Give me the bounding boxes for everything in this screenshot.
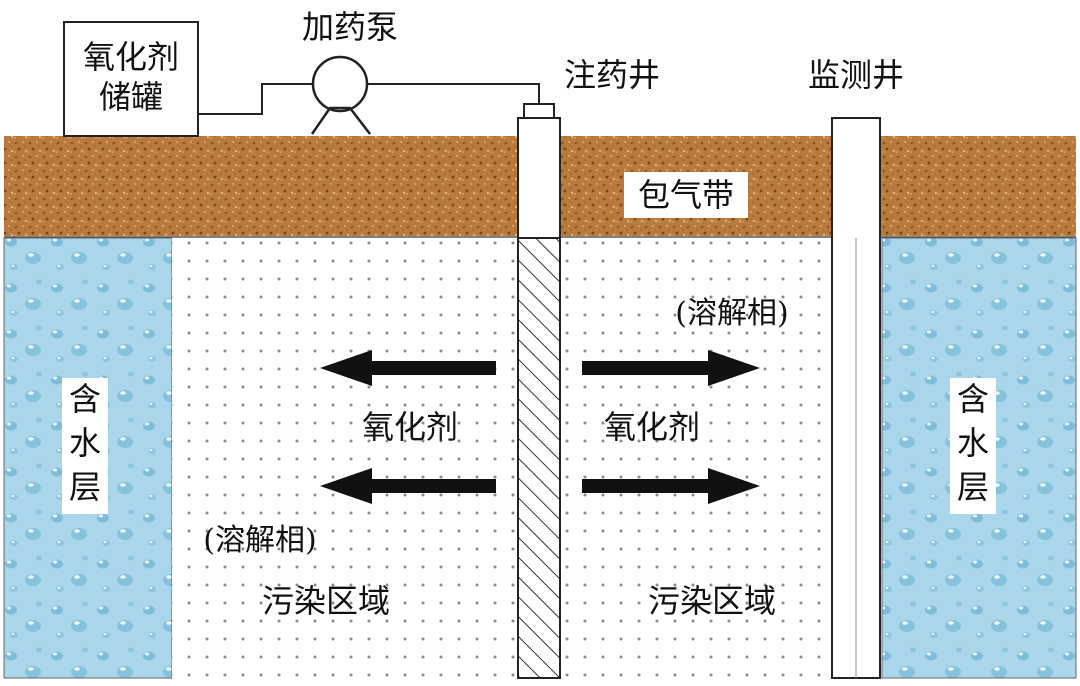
- oxidant-left-label: 氧化剂: [362, 408, 458, 446]
- monitoring-well-label: 监测井: [808, 56, 904, 94]
- vadose-soil-right: [880, 136, 1076, 236]
- aquifer-right-char-1: 含: [957, 380, 989, 418]
- vadose-soil-left: [4, 136, 518, 236]
- arrow-right-upper: [582, 350, 760, 386]
- aquifer-left-char-3: 层: [69, 468, 101, 506]
- injection-well-screen: [517, 237, 561, 679]
- injection-well-casing: [517, 117, 561, 239]
- oxidant-right-label: 氧化剂: [604, 408, 700, 446]
- contaminated-zone-right-label: 污染区域: [648, 582, 776, 620]
- pipe-tank-to-pump: [198, 83, 314, 115]
- oxidant-tank: [63, 21, 199, 137]
- dissolved-phase-right-label: (溶解相): [675, 296, 788, 331]
- injection-well-label: 注药井: [564, 56, 660, 94]
- vadose-zone-label: 包气带: [638, 176, 734, 214]
- contaminated-zone-left-label: 污染区域: [262, 582, 390, 620]
- pipe-pump-to-well: [368, 83, 540, 104]
- arrow-right-lower: [582, 468, 760, 504]
- arrow-left-upper: [320, 350, 496, 386]
- contaminated-zone-area: [172, 238, 832, 678]
- dosing-pump-label: 加药泵: [302, 8, 398, 46]
- oxidant-tank-label-line2: 储罐: [99, 78, 163, 116]
- aquifer-left-char-2: 水: [69, 424, 101, 462]
- dosing-pump-stand: [310, 106, 371, 135]
- injection-well-head: [523, 103, 555, 119]
- dissolved-phase-left-label: (溶解相): [203, 523, 316, 558]
- aquifer-right-label-bg: [950, 378, 996, 514]
- aquifer-left-char-1: 含: [69, 380, 101, 418]
- aquifer-right-char-3: 层: [957, 468, 989, 506]
- arrow-left-lower: [320, 468, 496, 504]
- dosing-pump-icon: [311, 55, 369, 113]
- vadose-label-bg: [624, 172, 748, 218]
- aquifer-right-char-2: 水: [957, 424, 989, 462]
- aquifer-left-label-bg: [62, 378, 108, 514]
- oxidant-tank-label-line1: 氧化剂: [83, 38, 179, 76]
